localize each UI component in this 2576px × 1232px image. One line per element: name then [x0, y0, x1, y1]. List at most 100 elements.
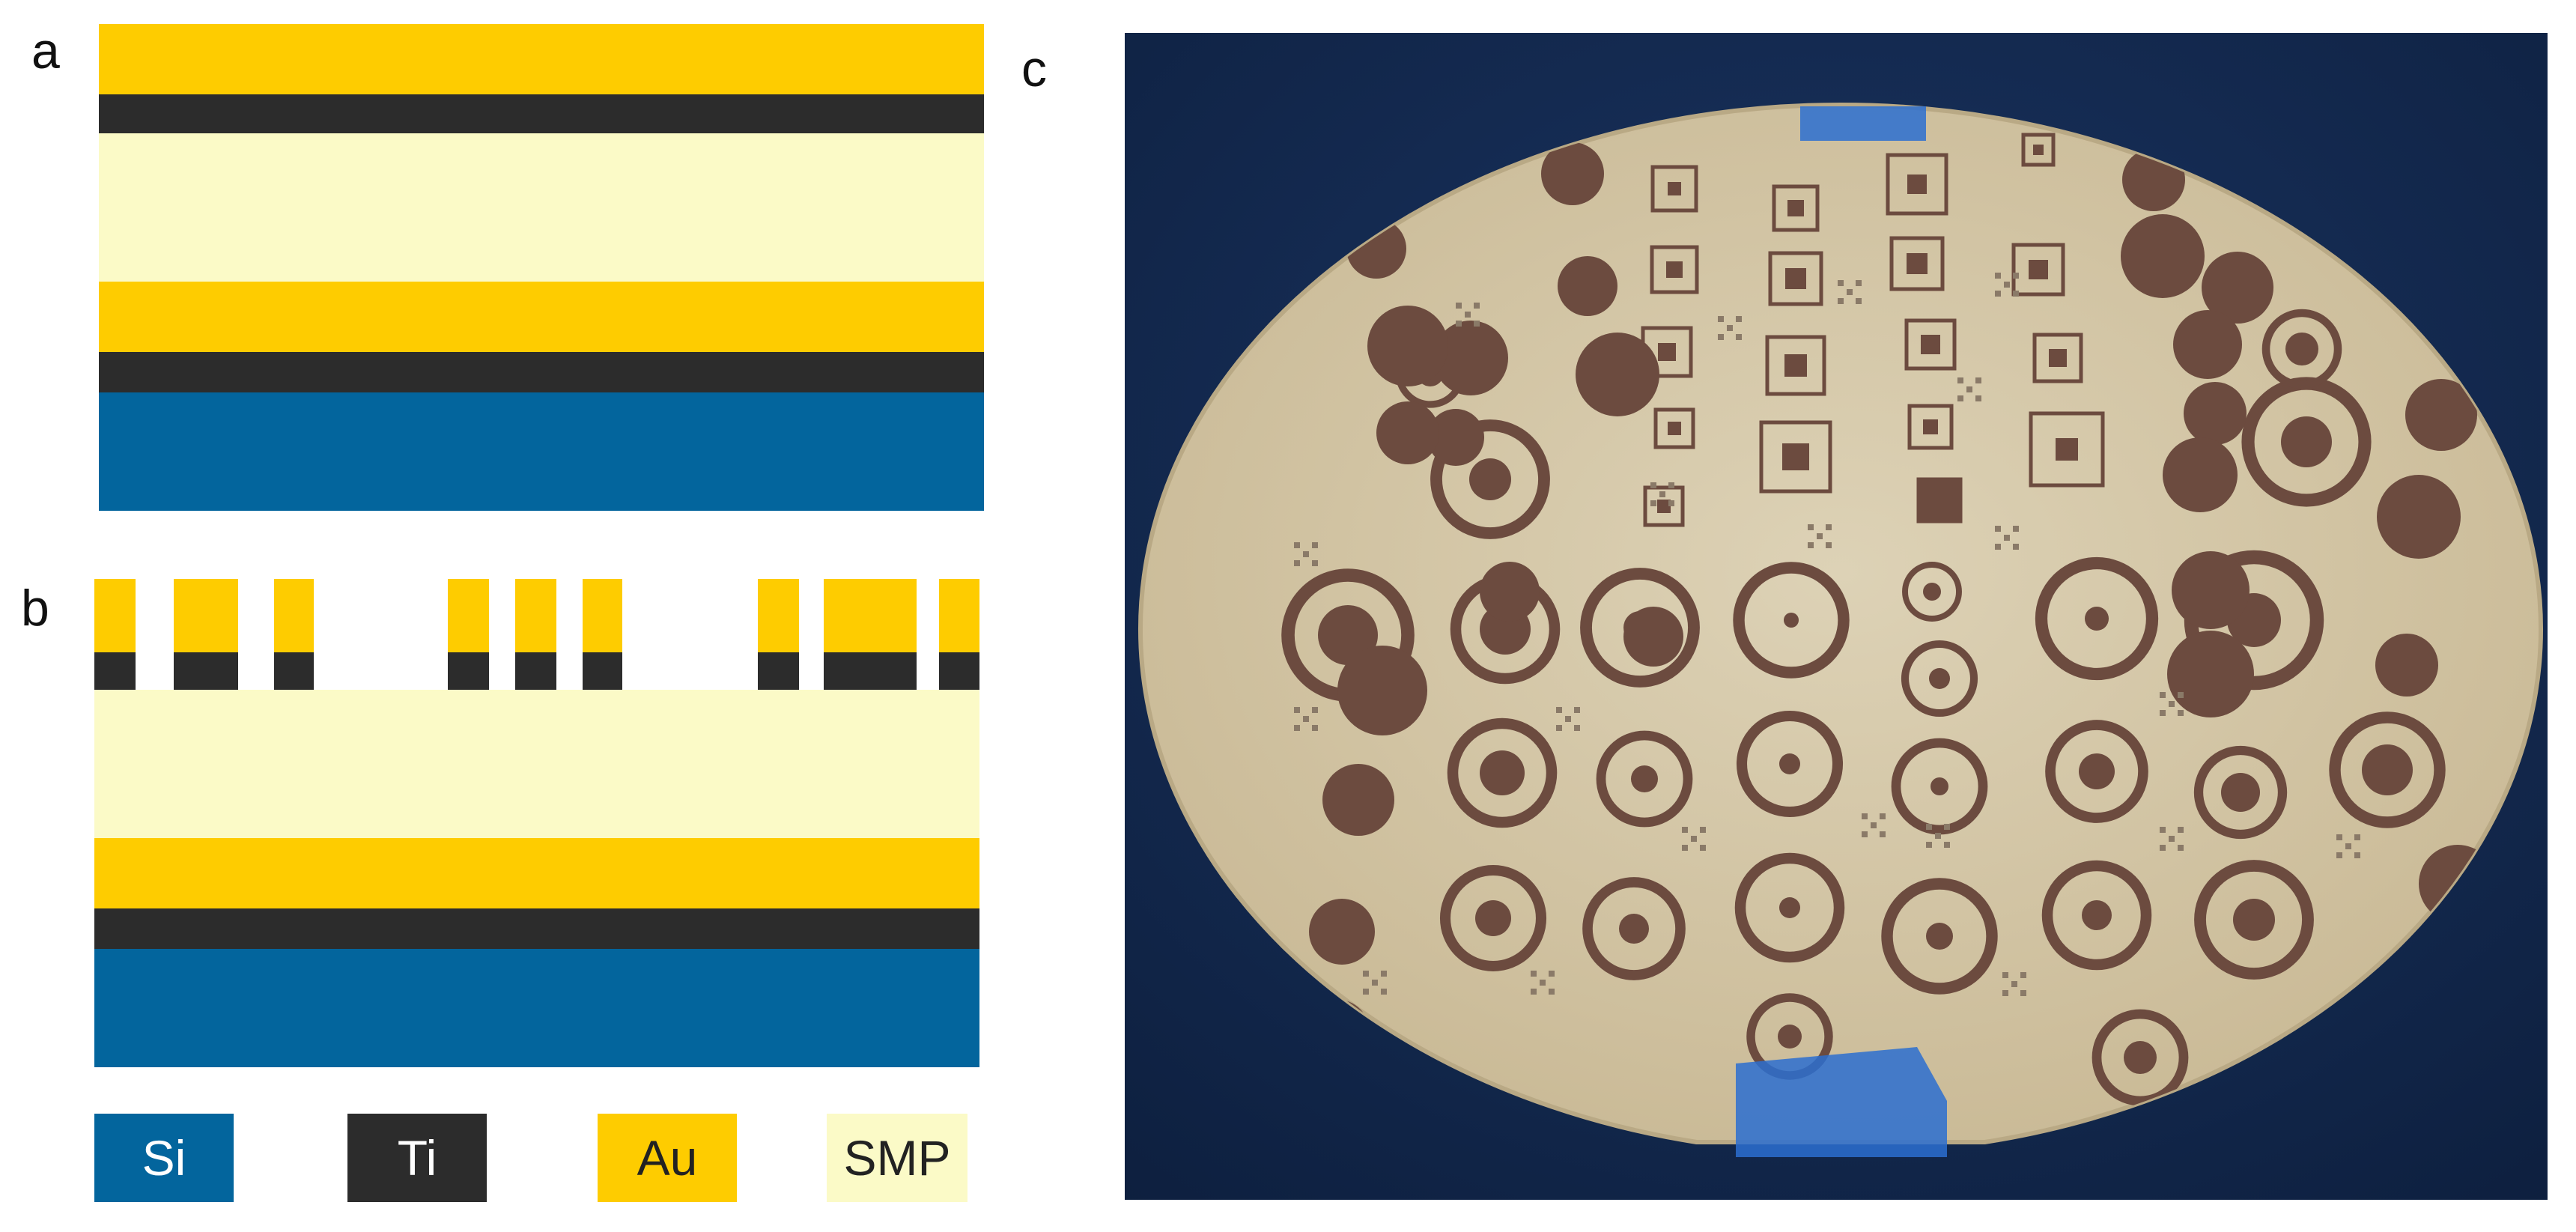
pattern-au-5 — [515, 579, 556, 652]
ring-pattern — [1902, 562, 1962, 622]
pattern-ti-2 — [174, 652, 238, 690]
dot-pattern — [2281, 416, 2332, 467]
square-pattern — [1907, 404, 1954, 450]
pattern-au-7 — [758, 579, 799, 652]
layer-ti-bottom — [99, 352, 984, 392]
square-pattern — [2029, 411, 2105, 488]
legend-si: Si — [94, 1114, 234, 1202]
pad-pattern — [1480, 562, 1540, 622]
pad-pattern — [1337, 646, 1427, 735]
alignment-mark — [1474, 321, 1480, 327]
alignment-mark — [1456, 303, 1462, 309]
ring-pattern — [1580, 568, 1700, 688]
dot-pattern — [2124, 1041, 2157, 1074]
pad-pattern — [2377, 475, 2461, 559]
alignment-mark — [2020, 990, 2026, 996]
square-pad — [2029, 260, 2048, 279]
dot-pattern — [2221, 773, 2260, 812]
pattern-au-1 — [94, 579, 136, 652]
square-pattern — [1653, 407, 1695, 449]
layer-si — [94, 949, 979, 1067]
dot-pattern — [2082, 900, 2112, 930]
alignment-mark — [2013, 526, 2019, 532]
alignment-mark — [1838, 280, 1844, 286]
pad-pattern — [2121, 214, 2205, 298]
alignment-mark — [1995, 273, 2001, 279]
alignment-mark — [2020, 972, 2026, 978]
alignment-mark — [1668, 500, 1674, 506]
alignment-mark — [2354, 852, 2360, 858]
ring-pattern — [2329, 711, 2446, 828]
alignment-mark — [1540, 980, 1546, 986]
dot-pattern — [1929, 668, 1950, 689]
dot-pattern — [2362, 744, 2413, 795]
legend-smp: SMP — [827, 1114, 967, 1202]
layer-smp — [94, 690, 979, 838]
ring-pattern — [1733, 562, 1850, 679]
alignment-mark — [2002, 990, 2008, 996]
alignment-mark — [1682, 845, 1688, 851]
alignment-mark — [1975, 377, 1981, 383]
alignment-mark — [1880, 813, 1886, 819]
dot-pattern — [1784, 613, 1799, 628]
alignment-mark — [2013, 291, 2019, 297]
legend-ti: Ti — [347, 1114, 487, 1202]
alignment-mark — [1372, 980, 1378, 986]
alignment-mark — [1975, 395, 1981, 401]
legend-ti-label: Ti — [397, 1130, 437, 1186]
alignment-mark — [1966, 386, 1972, 392]
square-pattern — [1765, 335, 1826, 396]
pattern-au-3 — [274, 579, 314, 652]
layer-ti-bottom — [94, 908, 979, 949]
panel-label-b: b — [21, 580, 49, 637]
square-pattern — [1643, 485, 1685, 527]
alignment-mark — [2004, 535, 2010, 541]
square-pattern — [2011, 243, 2065, 297]
pad-pattern — [1309, 899, 1375, 965]
panel-label-c: c — [1021, 40, 1047, 97]
alignment-mark — [1303, 551, 1309, 557]
square-pad — [1919, 479, 1960, 521]
alignment-mark — [2004, 282, 2010, 288]
alignment-mark — [2169, 701, 2175, 707]
ring-pattern — [1734, 852, 1845, 963]
alignment-mark — [1944, 842, 1950, 848]
ring-pattern — [1891, 738, 1988, 835]
alignment-mark — [1363, 971, 1369, 977]
pad-pattern — [2202, 252, 2273, 324]
alignment-mark — [2013, 544, 2019, 550]
alignment-mark — [2345, 843, 2351, 849]
pattern-ti-7 — [758, 652, 799, 690]
square-pad — [2033, 145, 2044, 155]
pattern-au-2 — [174, 579, 238, 652]
ring-pattern — [2261, 309, 2342, 389]
alignment-mark — [1718, 316, 1724, 322]
alignment-mark — [1926, 824, 1932, 830]
alignment-mark — [1549, 989, 1555, 995]
pad-pattern — [2172, 551, 2250, 629]
ring-pattern — [1596, 730, 1693, 828]
alignment-mark — [1838, 298, 1844, 304]
pattern-au-6 — [583, 579, 622, 652]
alignment-mark — [1808, 542, 1814, 548]
alignment-mark — [2160, 710, 2166, 716]
pad-pattern — [2184, 382, 2247, 445]
alignment-mark — [1957, 395, 1963, 401]
alignment-mark — [1995, 544, 2001, 550]
alignment-mark — [1363, 989, 1369, 995]
pad-pattern — [2167, 631, 2254, 717]
square-pattern — [1650, 165, 1698, 213]
square-pattern — [1768, 251, 1823, 306]
square-pad — [1787, 200, 1804, 216]
pattern-ti-1 — [94, 652, 136, 690]
layer-au-bottom — [94, 838, 979, 908]
tape-bottom — [1736, 1047, 1947, 1157]
dot-pattern — [1480, 750, 1525, 795]
alignment-mark — [1944, 824, 1950, 830]
pad-pattern — [1322, 764, 1394, 836]
alignment-mark — [1294, 560, 1300, 566]
pattern-ti-9 — [939, 652, 979, 690]
alignment-mark — [1312, 542, 1318, 548]
square-pad — [1784, 354, 1807, 377]
